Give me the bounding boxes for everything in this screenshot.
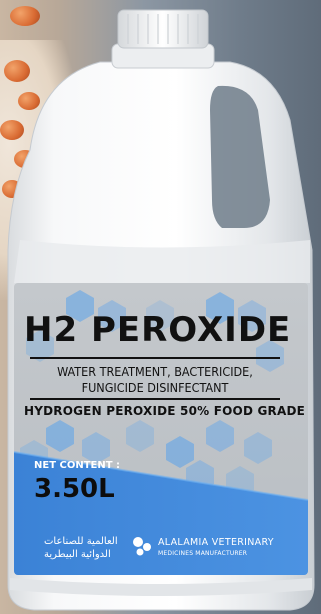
divider (30, 398, 280, 400)
product-label (14, 283, 308, 575)
product-grade: HYDROGEN PEROXIDE 50% FOOD GRADE (24, 404, 306, 418)
jug-handle-hole (210, 85, 270, 228)
brand-english-line1: ALALAMIA VETERINARY (158, 537, 274, 548)
product-subtitle-line2: FUNGICIDE DISINFECTANT (81, 380, 229, 395)
brand-english-line2: MEDICINES MANUFACTURER (158, 550, 248, 557)
jug-cap (117, 9, 209, 49)
product-title: H2 PEROXIDE (24, 310, 292, 350)
net-content-label: NET CONTENT : (34, 460, 121, 471)
brand-arabic-line2: الدوائية البيطرية (44, 549, 111, 560)
divider (30, 357, 280, 359)
net-content-value: 3.50L (34, 474, 115, 504)
brand-logo (133, 537, 151, 556)
background-food (18, 92, 40, 110)
product-subtitle-line1: WATER TREATMENT, BACTERICIDE, (57, 364, 253, 379)
brand-arabic-line1: العالمية للصناعات (44, 536, 118, 547)
background-food (10, 6, 40, 26)
background-food (4, 60, 30, 82)
background-food (0, 120, 24, 140)
